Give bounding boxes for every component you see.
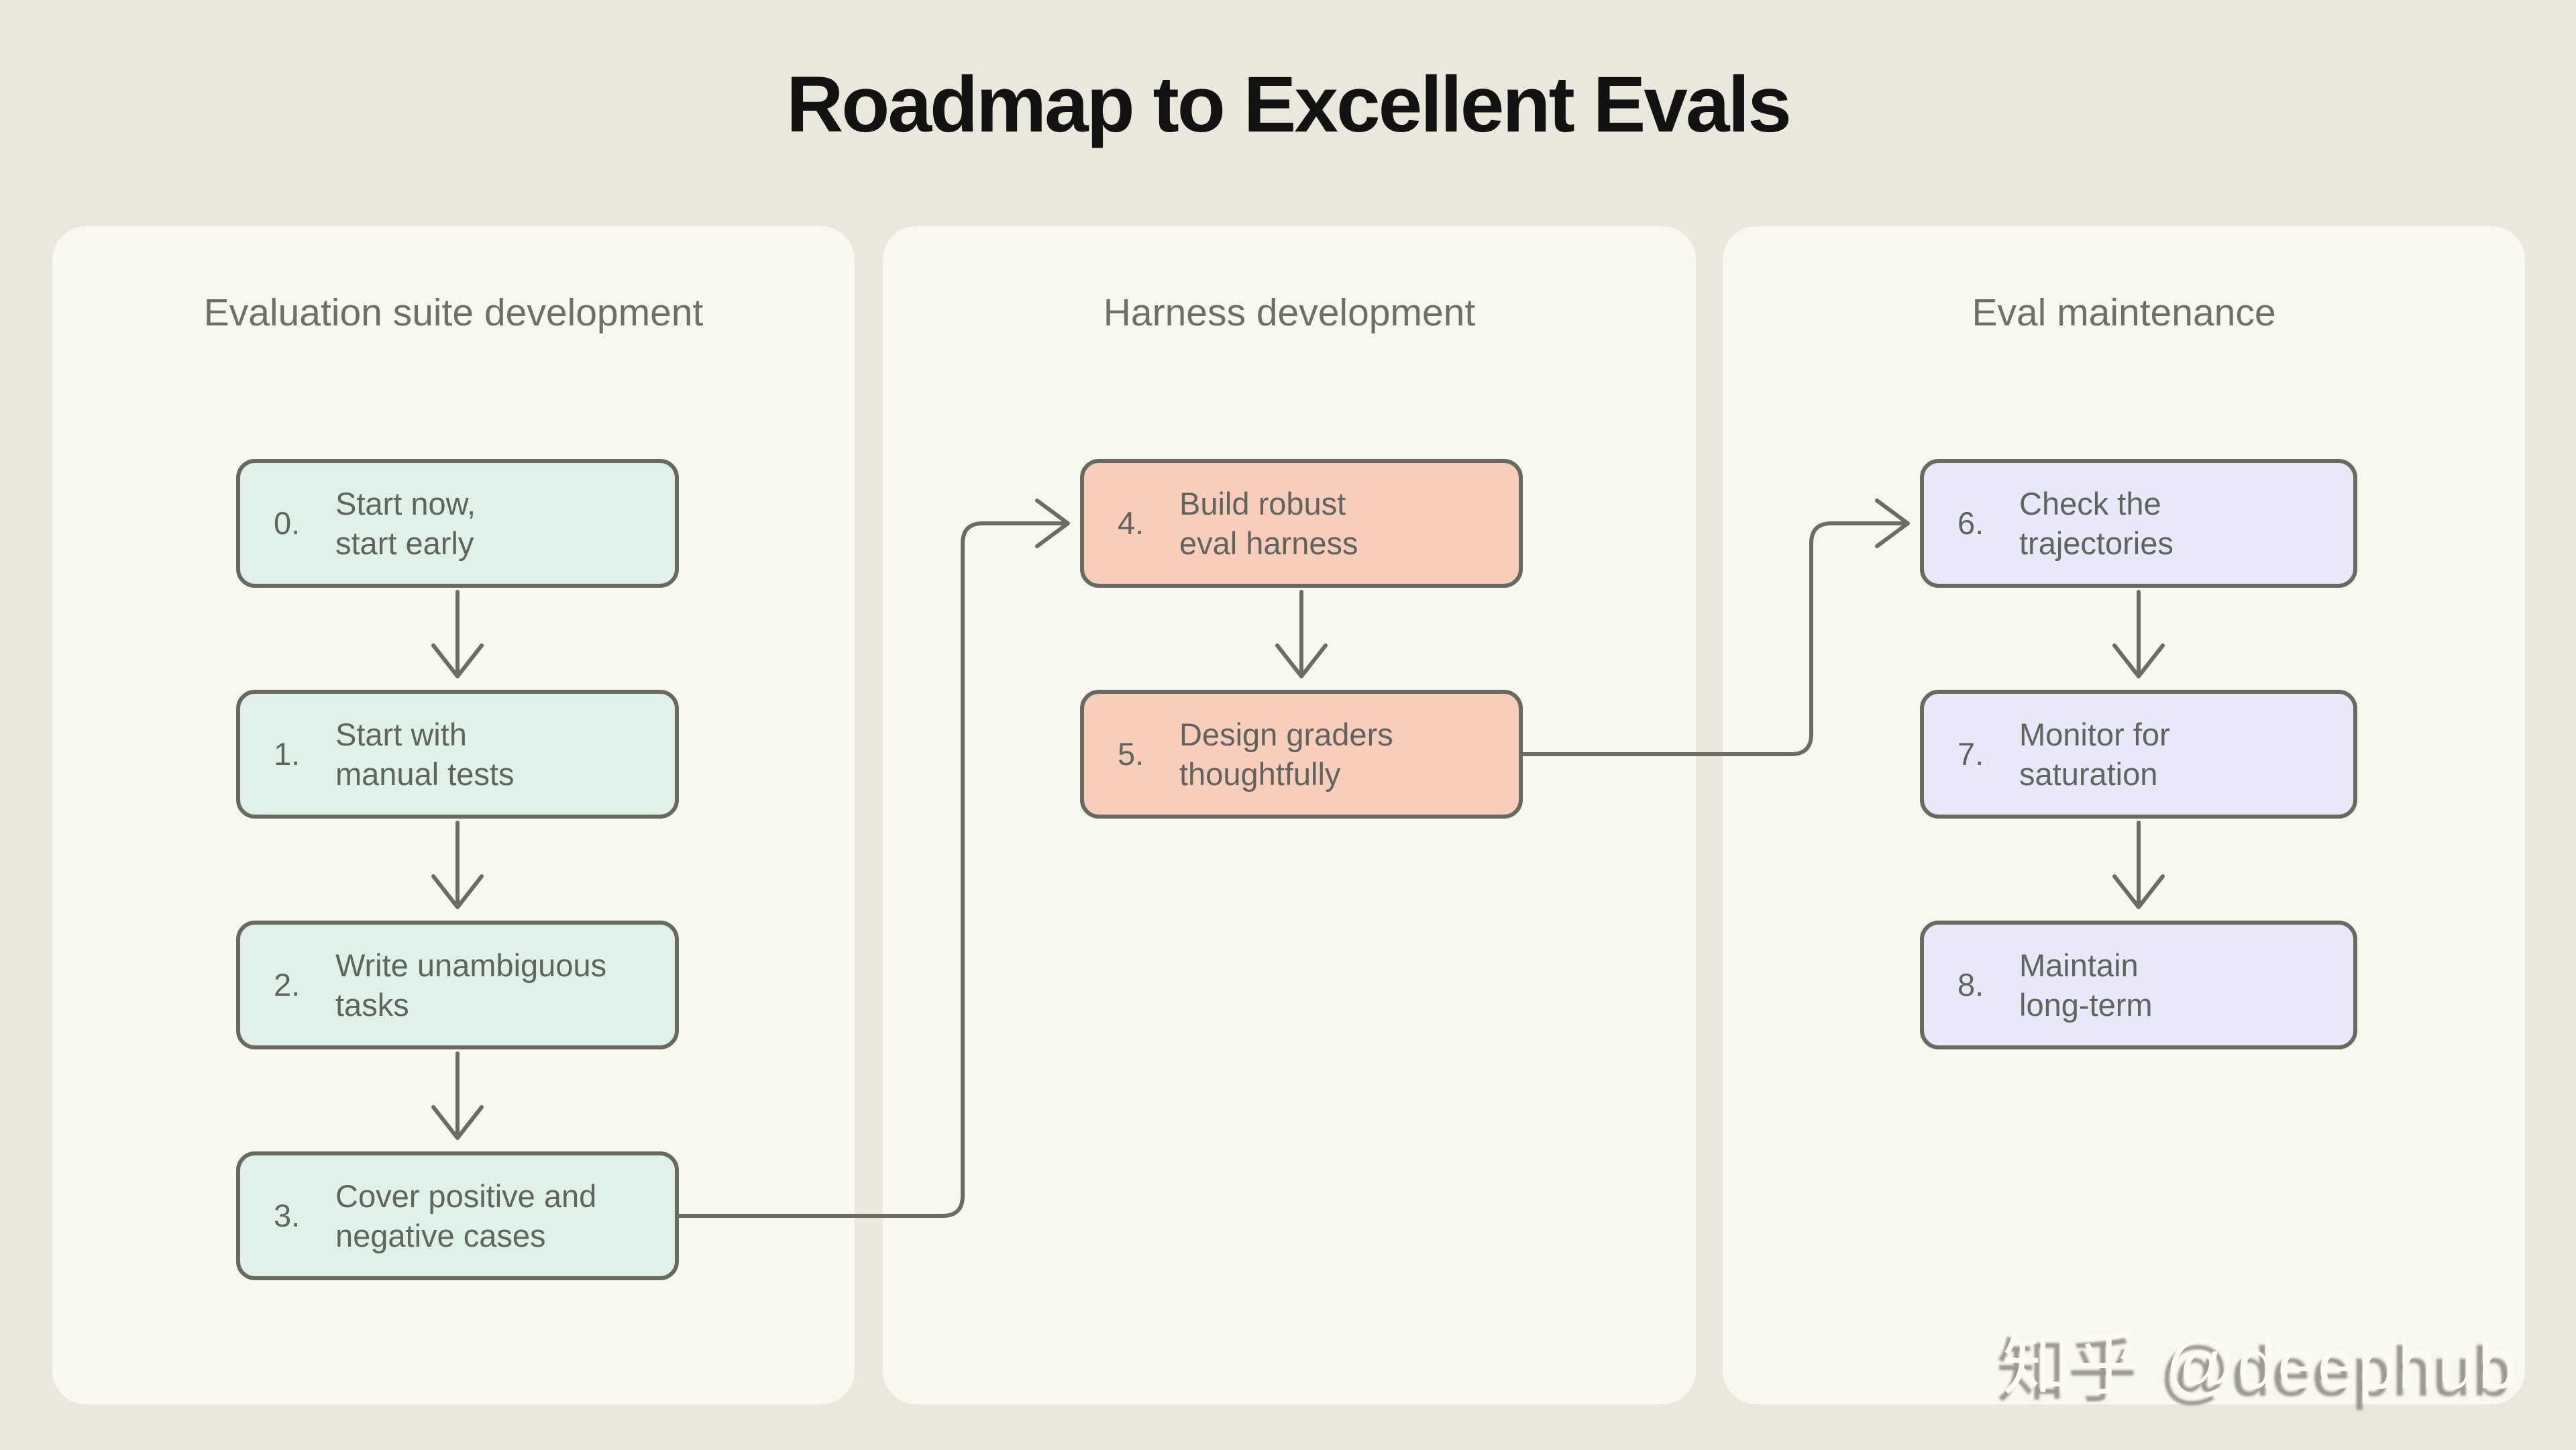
- box-7-number: 7.: [1957, 736, 1984, 772]
- box-5-number: 5.: [1118, 736, 1144, 772]
- box-0-label: Start now,start early: [335, 485, 476, 561]
- panel-header-harness-development: Harness development: [1103, 291, 1476, 334]
- box-0-number: 0.: [274, 505, 301, 541]
- box-1-number: 1.: [274, 736, 301, 772]
- zhihu-deephub-watermark: 知乎 @deephub: [2002, 1326, 2518, 1404]
- box-2-number: 2.: [274, 967, 301, 1003]
- box-4-number: 4.: [1118, 505, 1144, 541]
- panel-header-eval-maintenance: Eval maintenance: [1972, 291, 2276, 334]
- diagram-title: Roadmap to Excellent Evals: [786, 60, 1792, 149]
- panel-header-evaluation-suite-development: Evaluation suite development: [203, 291, 704, 334]
- box-6-number: 6.: [1957, 505, 1984, 541]
- box-0-start-now: 0. Start now,start early: [236, 459, 679, 588]
- box-3-number: 3.: [274, 1198, 301, 1234]
- box-8-number: 8.: [1957, 967, 1984, 1003]
